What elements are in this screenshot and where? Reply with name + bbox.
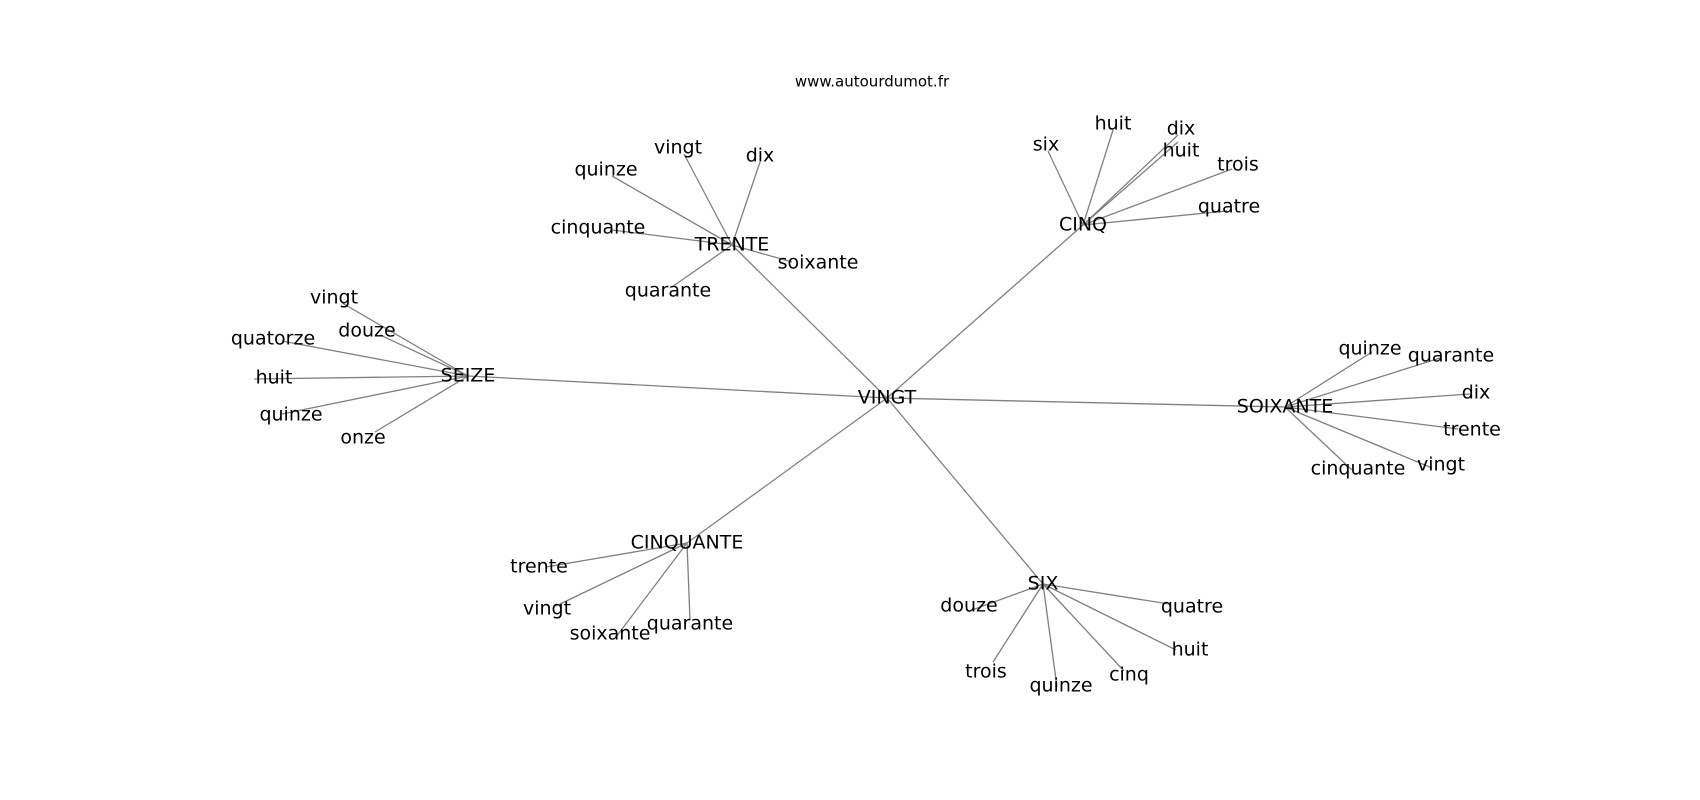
edge-trente-quarante [671, 244, 733, 288]
hub-label-soixante: SOIXANTE [1237, 396, 1333, 418]
leaf-label-cinquante-soixante: soixante [570, 623, 651, 645]
edge-trente-quinze [611, 175, 733, 246]
edge-soixante-quarante [1284, 357, 1441, 408]
edge-seize-huit [253, 375, 469, 380]
leaf-label-seize-onze: onze [340, 427, 385, 449]
leaf-label-cinq-huit: huit [1095, 113, 1132, 135]
leaf-label-cinq-dix: dix [1167, 118, 1196, 140]
leaf-label-soixante-cinquante: cinquante [1311, 458, 1406, 480]
edges-layer [253, 129, 1471, 688]
edge-soixante-cinquante [1284, 406, 1353, 471]
leaf-label-six-huit: huit [1172, 639, 1209, 661]
edge-trente-soixante [731, 244, 793, 263]
leaf-label-trente-dix: dix [746, 145, 775, 167]
leaf-label-seize-quinze: quinze [259, 404, 322, 426]
leaf-label-trente-quinze: quinze [574, 159, 637, 181]
leaf-label-six-douze: douze [940, 595, 997, 617]
edge-trente-vingt [683, 153, 733, 246]
edge-soixante-dix [1284, 393, 1471, 408]
hub-label-six: SIX [1028, 573, 1059, 595]
edge-soixante-vingt [1284, 406, 1433, 469]
edge-cinq-quatre [1082, 210, 1228, 226]
leaf-label-cinquante-trente: trente [510, 556, 568, 578]
leaf-label-cinquante-quarante: quarante [647, 613, 733, 635]
edge-seize-quinze [281, 375, 469, 415]
edge-cinq-six [1047, 150, 1084, 226]
edge-cinq-dix [1082, 134, 1179, 226]
leaf-label-seize-douze: douze [338, 320, 395, 342]
edge-soixante-quinze [1284, 351, 1373, 408]
hub-label-cinq: CINQ [1059, 214, 1107, 236]
leaf-label-cinq-trois: trois [1217, 154, 1259, 176]
leaf-label-trente-quarante: quarante [625, 280, 711, 302]
edge-cinq-huit [1082, 141, 1179, 226]
edge-center-seize [467, 375, 888, 399]
edge-trente-dix [731, 161, 761, 246]
leaf-label-soixante-quinze: quinze [1338, 338, 1401, 360]
leaf-label-seize-huit: huit [256, 367, 293, 389]
edge-six-quinze [1042, 583, 1058, 688]
leaf-label-cinquante-vingt: vingt [523, 598, 571, 620]
edge-cinquante-quarante [686, 542, 691, 621]
edge-cinquante-trente [545, 542, 688, 568]
edge-center-cinquante [686, 397, 888, 544]
edge-trente-cinquante [611, 229, 733, 246]
leaf-label-cinq-six: six [1033, 134, 1059, 156]
leaf-label-trente-cinquante: cinquante [551, 217, 646, 239]
edge-six-cinq [1042, 583, 1125, 672]
edge-center-six [886, 397, 1044, 585]
leaf-label-six-quinze: quinze [1029, 675, 1092, 697]
edge-cinquante-vingt [555, 542, 688, 607]
edge-six-huit [1042, 583, 1177, 651]
leaf-label-trente-vingt: vingt [654, 137, 702, 159]
leaf-label-seize-vingt: vingt [310, 287, 358, 309]
edge-seize-quatorze [281, 340, 469, 377]
hub-label-trente: TRENTE [694, 234, 770, 256]
edge-six-douze [971, 583, 1044, 611]
edge-soixante-trente [1284, 406, 1459, 430]
leaf-label-soixante-trente: trente [1443, 419, 1501, 441]
leaf-label-seize-quatorze: quatorze [231, 328, 315, 350]
leaf-label-cinq-quatre: quatre [1198, 196, 1260, 218]
edge-seize-vingt [341, 302, 469, 377]
edge-seize-onze [374, 375, 469, 433]
edge-cinq-trois [1082, 168, 1233, 226]
labels-layer: www.autourdumot.fr VINGT TRENTE vingt dix qu… [231, 73, 1501, 697]
leaf-label-soixante-dix: dix [1462, 382, 1491, 404]
hub-label-seize: SEIZE [441, 365, 496, 387]
edge-center-soixante [886, 397, 1286, 408]
leaf-label-six-cinq: cinq [1109, 664, 1149, 686]
leaf-label-soixante-vingt: vingt [1417, 454, 1465, 476]
edge-six-quatre [1042, 583, 1170, 605]
leaf-label-cinq-huit: huit [1163, 140, 1200, 162]
source-watermark: www.autourdumot.fr [795, 73, 950, 91]
leaf-label-six-trois: trois [965, 661, 1007, 683]
center-node-label: VINGT [858, 387, 917, 409]
edge-cinq-huit [1082, 129, 1114, 226]
hub-label-cinquante: CINQUANTE [631, 532, 744, 554]
edge-center-cinq [886, 224, 1084, 399]
edge-cinquante-soixante [615, 542, 688, 638]
leaf-label-soixante-quarante: quarante [1408, 345, 1494, 367]
leaf-label-six-quatre: quatre [1161, 596, 1223, 618]
edge-center-trente [731, 244, 888, 399]
edge-seize-douze [379, 334, 469, 377]
edge-six-trois [992, 583, 1044, 663]
leaf-label-trente-soixante: soixante [778, 252, 859, 274]
